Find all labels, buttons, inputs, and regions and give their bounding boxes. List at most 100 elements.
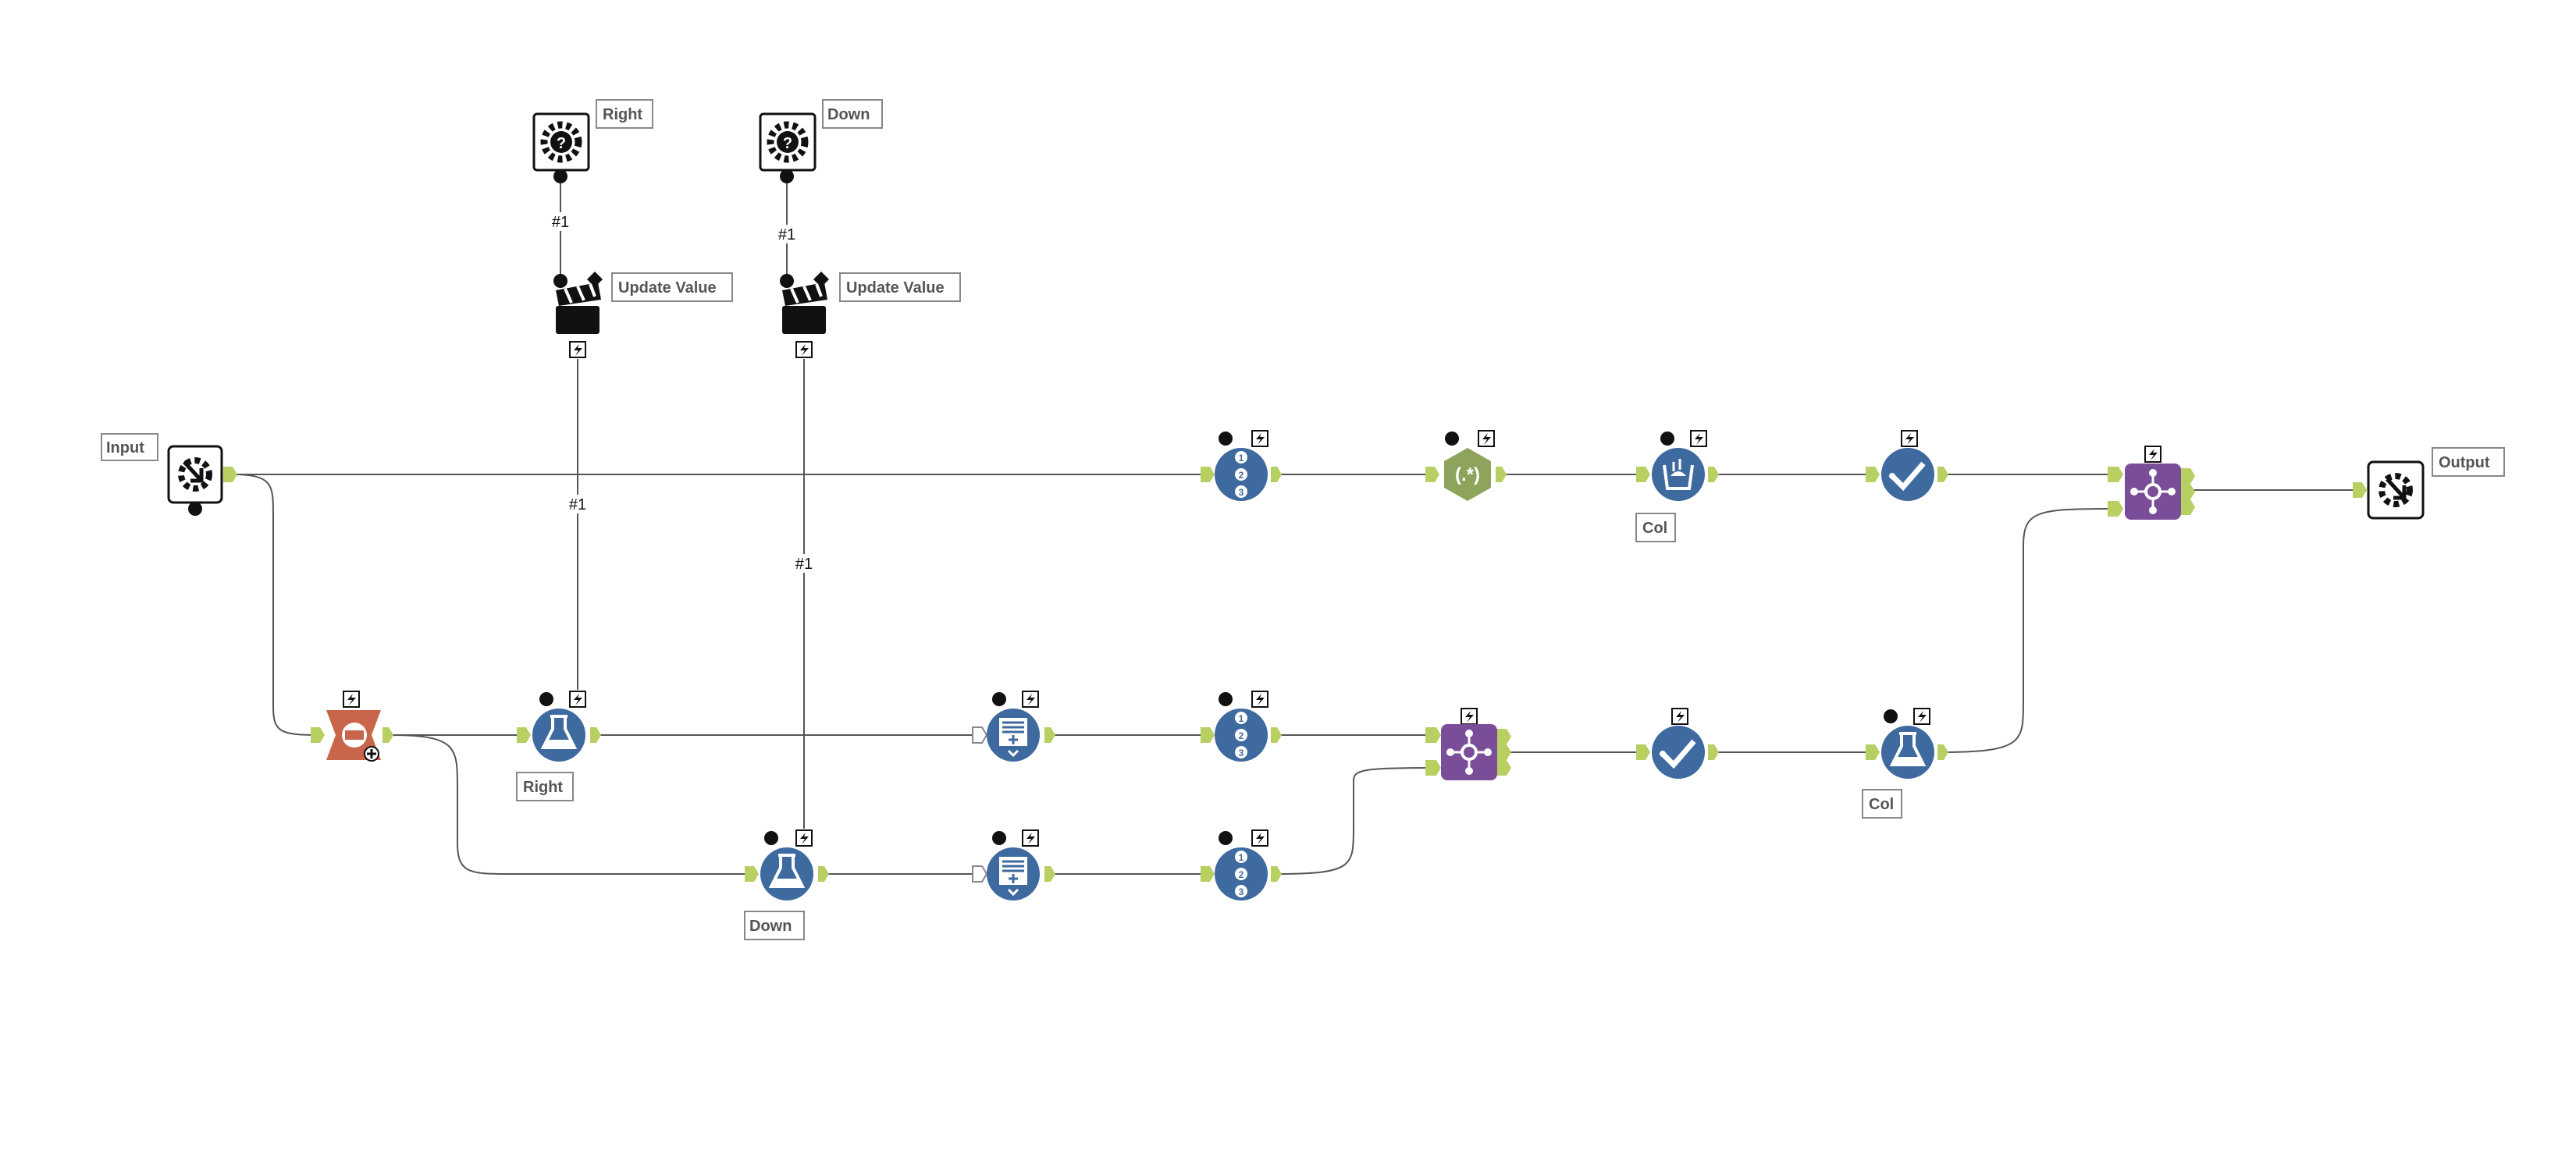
action-tool-down[interactable] — [780, 272, 829, 358]
anchor-dot — [764, 831, 778, 845]
input-anchor[interactable] — [2108, 467, 2123, 482]
anchor-dot — [992, 831, 1006, 845]
output-anchor[interactable] — [223, 467, 237, 482]
input-anchor[interactable] — [517, 727, 531, 743]
anchor-dot — [553, 169, 568, 183]
svg-text:1: 1 — [1239, 453, 1244, 464]
anchor-dot — [1219, 831, 1233, 845]
union-tool-middle[interactable] — [1425, 708, 1511, 780]
svg-text:1: 1 — [1239, 713, 1244, 724]
wire-label-bg — [790, 554, 818, 573]
union-icon — [1446, 730, 1492, 775]
anchor-dot — [1660, 432, 1674, 446]
record-id-123-icon: 1 2 3 — [1235, 712, 1247, 758]
formula-tool-col[interactable] — [1866, 708, 1948, 779]
bolt-glyph — [1918, 711, 1927, 723]
output-anchor[interactable] — [1271, 866, 1282, 882]
append-fields-icon — [999, 718, 1027, 758]
bolt-glyph — [1256, 433, 1265, 445]
input-anchor[interactable] — [2353, 482, 2367, 498]
output-anchor[interactable] — [1271, 467, 1282, 482]
output-anchor[interactable] — [2181, 484, 2195, 499]
anchor-dot — [1884, 709, 1898, 723]
macro-output-tool[interactable] — [2353, 460, 2425, 520]
union-tool-top[interactable] — [2108, 446, 2195, 520]
output-anchor[interactable] — [1044, 727, 1055, 743]
output-anchor[interactable] — [1271, 727, 1282, 743]
question-tool-right[interactable]: ? — [532, 112, 590, 183]
select-tool-top[interactable] — [1866, 430, 1948, 501]
output-anchor[interactable] — [1497, 744, 1511, 760]
action-tool-right[interactable] — [553, 272, 603, 358]
record-id-tool-bottom[interactable]: 1 2 3 — [1201, 829, 1282, 900]
input-anchor[interactable] — [1201, 866, 1215, 882]
input-anchor[interactable] — [1866, 467, 1880, 482]
formula-tool-right[interactable] — [517, 691, 601, 762]
svg-text:3: 3 — [1239, 748, 1244, 758]
generate-rows-tool[interactable] — [311, 691, 393, 762]
connection — [1941, 508, 2113, 753]
formula-flask-icon — [768, 854, 806, 888]
bolt-glyph — [574, 344, 582, 356]
input-anchor[interactable] — [1201, 727, 1215, 743]
output-label: Output — [2439, 454, 2490, 471]
input-anchor[interactable] — [972, 726, 988, 744]
right-bottom-label-box — [516, 772, 574, 801]
wire-label-bg — [773, 225, 801, 243]
input-anchor[interactable] — [1425, 760, 1441, 776]
output-anchor[interactable] — [1708, 744, 1719, 760]
wire-label-bg — [564, 495, 592, 513]
macro-input-tool[interactable] — [167, 445, 237, 516]
input-anchor[interactable] — [1425, 467, 1439, 482]
input-anchor[interactable] — [1636, 744, 1650, 760]
output-anchor[interactable] — [1497, 760, 1511, 776]
output-anchor[interactable] — [1496, 467, 1507, 482]
output-anchor[interactable] — [1937, 467, 1948, 482]
append-fields-tool-1[interactable] — [972, 691, 1055, 762]
update-value-2-label: Update Value — [846, 279, 945, 297]
input-anchor[interactable] — [2108, 501, 2123, 517]
input-label: Input — [106, 439, 144, 456]
right-top-label-box — [596, 99, 653, 129]
formula-tool-down[interactable] — [745, 829, 829, 900]
output-anchor[interactable] — [1937, 744, 1948, 760]
anchor-diamond — [813, 272, 829, 287]
output-anchor[interactable] — [2181, 468, 2195, 484]
append-fields-tool-2[interactable] — [972, 829, 1055, 900]
input-anchor[interactable] — [311, 727, 325, 743]
update-value-1-label-box — [611, 272, 733, 302]
anchor-dot — [1219, 692, 1233, 706]
output-anchor[interactable] — [1497, 729, 1511, 744]
input-anchor[interactable] — [972, 865, 988, 883]
input-anchor[interactable] — [1866, 744, 1880, 760]
bolt-glyph — [574, 694, 582, 705]
output-anchor[interactable] — [382, 727, 393, 743]
output-anchor[interactable] — [1044, 866, 1055, 882]
down-bottom-label: Down — [749, 918, 792, 935]
question-tool-down[interactable]: ? — [759, 112, 817, 183]
input-anchor[interactable] — [1201, 467, 1215, 482]
data-cleansing-tool[interactable] — [1636, 430, 1719, 501]
record-id-tool-middle[interactable]: 1 2 3 — [1201, 691, 1282, 762]
output-anchor[interactable] — [2181, 499, 2195, 515]
bolt-glyph — [1026, 833, 1035, 844]
output-anchor[interactable] — [590, 727, 601, 743]
svg-text:?: ? — [783, 135, 792, 152]
svg-text:2: 2 — [1239, 869, 1244, 880]
output-anchor[interactable] — [1708, 467, 1719, 482]
record-id-123-icon: 1 2 3 — [1235, 851, 1247, 897]
select-tool-middle[interactable] — [1636, 708, 1719, 779]
connections — [232, 176, 2357, 875]
record-id-tool-top[interactable]: 1 2 3 — [1201, 430, 1282, 501]
regex-tool[interactable]: (.*) — [1425, 430, 1507, 501]
output-anchor[interactable] — [818, 866, 829, 882]
input-anchor[interactable] — [1636, 467, 1650, 482]
down-top-label: Down — [827, 106, 870, 123]
input-anchor[interactable] — [1425, 727, 1441, 743]
anchor-dot — [553, 274, 568, 288]
union-icon — [2130, 469, 2176, 514]
output-label-box — [2432, 447, 2505, 477]
input-anchor[interactable] — [745, 866, 759, 882]
down-bottom-label-box — [744, 911, 805, 940]
